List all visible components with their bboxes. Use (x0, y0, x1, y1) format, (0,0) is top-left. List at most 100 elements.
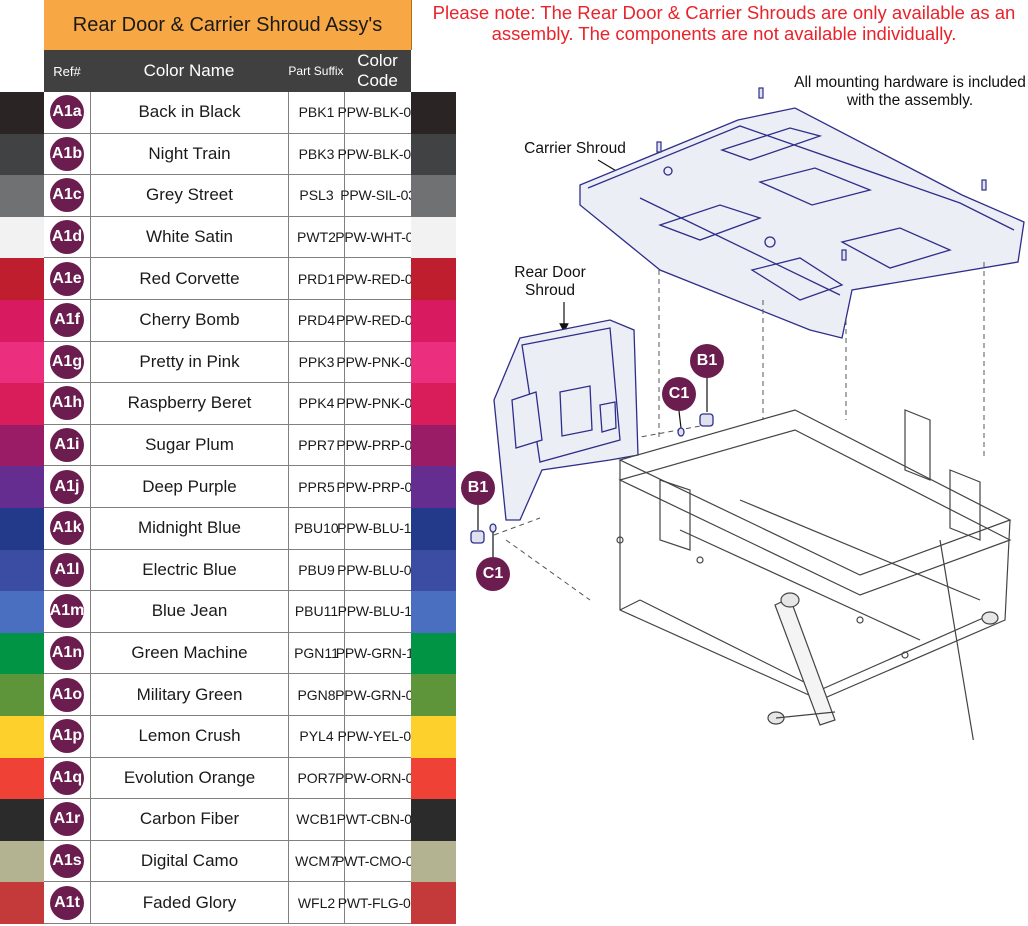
color-code-cell: PPW-BLU-09 (337, 549, 419, 591)
color-name-cell: Digital Camo (90, 840, 288, 882)
ref-badge: A1g (50, 344, 84, 379)
ref-badge: A1b (50, 136, 84, 171)
part-suffix-cell: PBU9 (288, 549, 344, 591)
rear-door-shroud-part (493, 319, 639, 521)
color-swatch-left (0, 341, 44, 384)
header-color-name: Color Name (143, 61, 235, 80)
ref-badge: A1k (50, 511, 84, 546)
color-name-cell: Green Machine (90, 632, 288, 674)
color-code-cell: PPW-PNK-04 (336, 383, 420, 424)
ref-badge: A1d (50, 220, 84, 255)
table-title: Rear Door & Carrier Shroud Assy's (44, 0, 412, 50)
color-name-cell: Faded Glory (90, 882, 288, 923)
color-code-cell: PPW-SIL-03 (340, 175, 416, 216)
color-code-cell: PPW-PRP-05 (336, 466, 420, 507)
ref-cell: A1i (44, 425, 90, 466)
ref-badge: A1c (50, 178, 84, 213)
color-name-cell: Military Green (90, 674, 288, 715)
ref-badge: A1q (50, 760, 84, 795)
color-name-cell: Midnight Blue (90, 508, 288, 549)
color-swatch-left (0, 258, 44, 300)
callout-b1-upper: B1 (690, 344, 724, 378)
header-color-code: Color Code (357, 51, 398, 90)
color-name-cell: Night Train (90, 133, 288, 175)
color-swatch-right (411, 882, 456, 924)
ref-cell: A1o (44, 674, 90, 715)
part-suffix-cell: PBU11 (288, 591, 344, 632)
part-suffix-cell: PSL3 (288, 175, 344, 216)
ref-cell: A1j (44, 466, 90, 507)
color-swatch-left (0, 466, 44, 508)
color-code-cell: PPW-BLK-03 (338, 133, 419, 175)
color-code-cell: PPW-GRN-11 (336, 632, 421, 674)
color-swatch-left (0, 424, 44, 467)
part-suffix-cell: PBU10 (288, 508, 344, 549)
table-header: Ref# Color Name Part Suffix Color Code (44, 50, 411, 92)
color-name-cell: Blue Jean (90, 591, 288, 632)
part-suffix-cell: PYL4 (288, 716, 344, 757)
carrier-frame-part (616, 409, 1012, 740)
color-swatch-right (411, 258, 456, 300)
color-swatch-right (411, 549, 456, 592)
part-suffix-cell: POR7 (288, 757, 344, 799)
color-swatch-right (411, 674, 456, 716)
color-code-cell: PPW-PNK-03 (336, 341, 420, 383)
color-swatch-left (0, 92, 44, 134)
color-name-cell: Red Corvette (90, 258, 288, 299)
color-swatch-left (0, 716, 44, 758)
color-swatch-right (411, 632, 456, 675)
ref-badge: A1p (50, 719, 84, 754)
color-swatch-left (0, 175, 44, 217)
color-name-cell: Evolution Orange (90, 757, 288, 799)
color-code-cell: PPW-BLU-11 (338, 591, 419, 632)
part-suffix-cell: WFL2 (288, 882, 344, 923)
ref-badge: A1r (50, 802, 84, 837)
header-part-suffix: Part Suffix (288, 63, 344, 78)
ref-badge: A1a (50, 95, 84, 130)
color-swatch-right (411, 757, 456, 800)
color-code-cell: PPW-YEL-04 (338, 716, 419, 757)
part-suffix-cell: PRD4 (288, 300, 344, 341)
rear-door-shroud-label: Rear Door Shroud (514, 264, 586, 299)
color-code-cell: PPW-PRP-07 (336, 424, 420, 466)
color-swatch-right (411, 300, 456, 342)
color-swatch-right (411, 341, 456, 384)
color-swatch-left (0, 674, 44, 716)
color-code-cell: PPW-BLK-01 (338, 92, 419, 133)
color-swatch-left (0, 591, 44, 633)
color-name-cell: Pretty in Pink (90, 341, 288, 383)
color-code-cell: PPW-RED-04 (336, 300, 420, 341)
color-swatch-left (0, 216, 44, 259)
ref-cell: A1h (44, 383, 90, 424)
ref-cell: A1a (44, 92, 90, 133)
ref-cell: A1c (44, 175, 90, 216)
ref-cell: A1m (44, 591, 90, 632)
part-suffix-cell: PWT2 (288, 216, 344, 258)
part-suffix-cell: PGN11 (288, 632, 344, 674)
ref-cell: A1p (44, 716, 90, 757)
availability-note: Please note: The Rear Door & Carrier Shr… (432, 2, 1016, 44)
color-swatch-left (0, 383, 44, 425)
color-code-cell: PWT-FLG-02 (338, 882, 418, 923)
ref-cell: A1g (44, 342, 90, 383)
color-name-cell: Sugar Plum (90, 424, 288, 466)
